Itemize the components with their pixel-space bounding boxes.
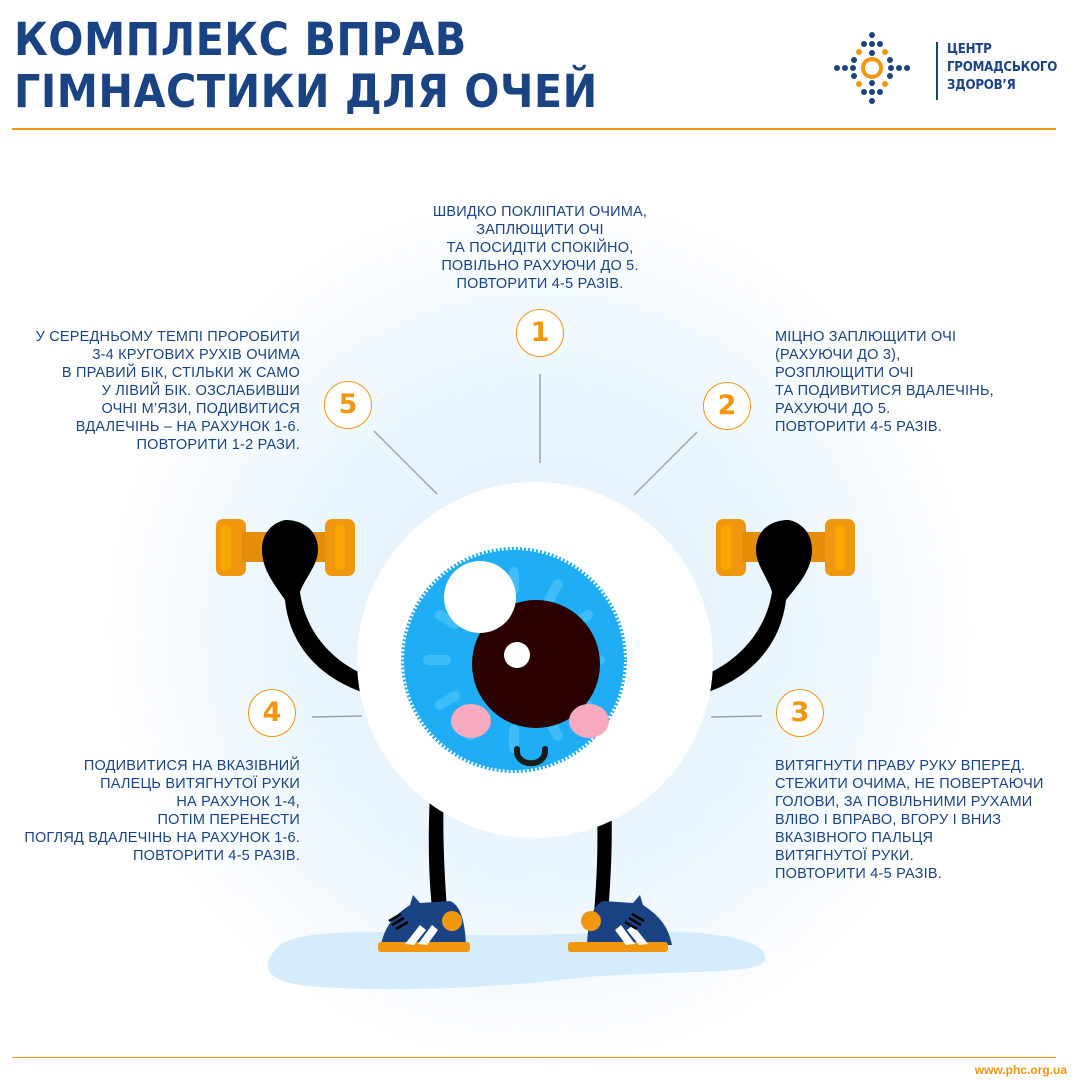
- step-4-badge: 4: [248, 689, 296, 737]
- pupil-highlight-large: [444, 561, 516, 633]
- step-5-badge: 5: [324, 381, 372, 429]
- footer-divider: [12, 1057, 1056, 1058]
- left-cheek: [451, 704, 491, 738]
- logo-text: ЦЕНТР ГРОМАДСЬКОГО ЗДОРОВ’Я: [947, 40, 1057, 94]
- logo-line-2: ГРОМАДСЬКОГО: [947, 59, 1058, 75]
- title-line-2: ГІМНАСТИКИ ДЛЯ ОЧЕЙ: [14, 65, 598, 118]
- right-cheek: [569, 704, 609, 738]
- left-shoe-icon: [378, 895, 470, 952]
- step-3-text: ВИТЯГНУТИ ПРАВУ РУКУ ВПЕРЕД. СТЕЖИТИ ОЧИ…: [775, 758, 1044, 882]
- right-shoe-icon: [568, 895, 672, 952]
- title-line-1: КОМПЛЕКС ВПРАВ: [14, 13, 467, 66]
- step-1-badge: 1: [516, 309, 564, 357]
- left-leg: [428, 790, 448, 925]
- website-link[interactable]: www.phc.org.ua: [974, 1063, 1067, 1077]
- step-4-text: ПОДИВИТИСЯ НА ВКАЗІВНИЙ ПАЛЕЦЬ ВИТЯГНУТО…: [24, 758, 300, 864]
- header-divider: [12, 128, 1056, 130]
- connector-lines: [311, 374, 763, 718]
- phc-logo: ЦЕНТР ГРОМАДСЬКОГО ЗДОРОВ’Я: [832, 28, 1072, 108]
- step-2-badge: 2: [703, 382, 751, 430]
- step-5-text: У СЕРЕДНЬОМУ ТЕМПІ ПРОРОБИТИ 3-4 КРУГОВИ…: [35, 329, 300, 453]
- right-arm: [705, 520, 812, 693]
- logo-line-3: ЗДОРОВ’Я: [947, 77, 1016, 93]
- pupil: [472, 600, 600, 728]
- step-1-text: ШВИДКО ПОКЛІПАТИ ОЧИМА, ЗАПЛЮЩИТИ ОЧІ ТА…: [432, 204, 648, 292]
- floor-shadow: [267, 931, 766, 990]
- logo-divider: [936, 42, 938, 100]
- logo-line-1: ЦЕНТР: [947, 41, 992, 57]
- smile: [514, 746, 548, 767]
- phc-dots-logo-icon: [834, 32, 910, 104]
- page-title: КОМПЛЕКС ВПРАВ ГІМНАСТИКИ ДЛЯ ОЧЕЙ: [14, 14, 598, 118]
- step-2-text: МІЦНО ЗАПЛЮЩИТИ ОЧІ (РАХУЮЧИ ДО 3), РОЗП…: [775, 329, 994, 435]
- left-arm: [262, 520, 365, 693]
- pupil-highlight-small: [504, 642, 530, 668]
- step-3-badge: 3: [776, 689, 824, 737]
